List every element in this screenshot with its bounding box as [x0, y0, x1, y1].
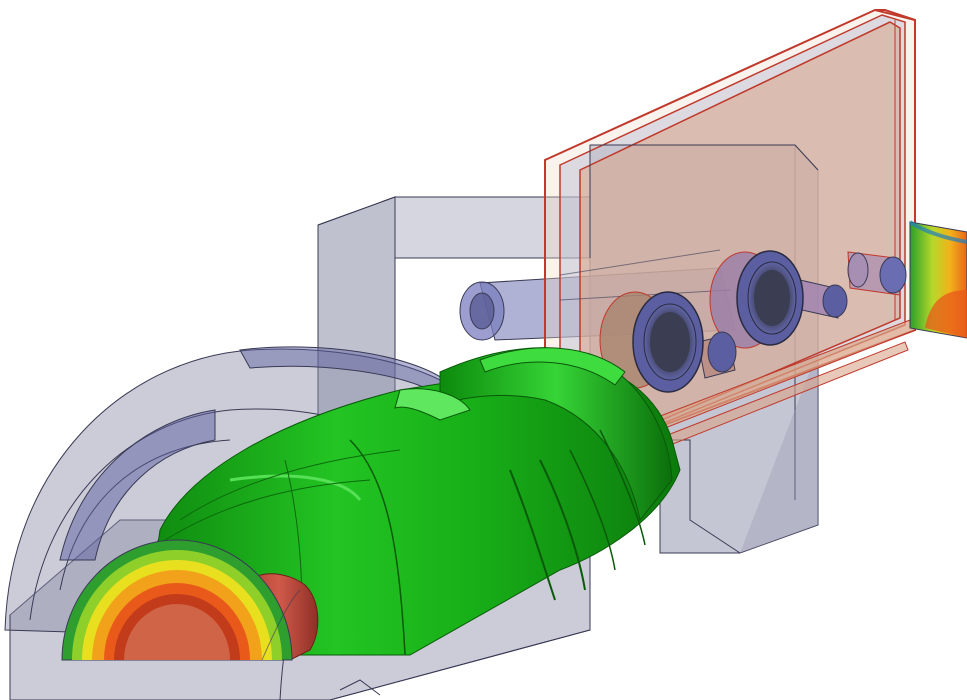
large-bearing-right	[709, 250, 804, 349]
outline-edges	[9, 144, 819, 700]
small-cylinder-right	[847, 251, 907, 296]
small-cylinder-middle	[799, 279, 848, 319]
front-thermal-section	[61, 539, 301, 661]
bearing-components	[599, 250, 907, 393]
exit-thermal-strip	[908, 220, 967, 339]
small-cylinder-lower	[697, 331, 737, 379]
large-bearing-left	[599, 291, 704, 393]
